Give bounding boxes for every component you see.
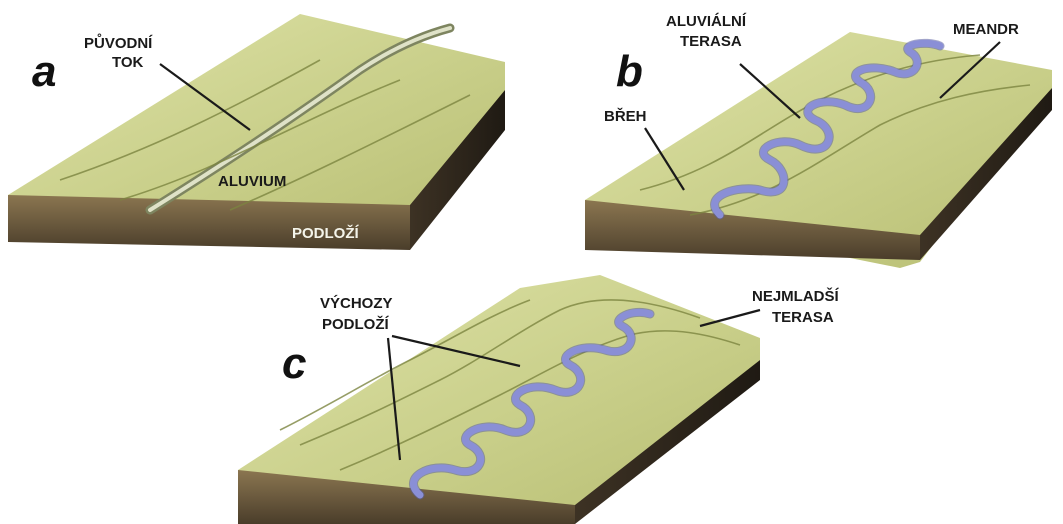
panel-b: b ALUVIÁLNÍ TERASA MEANDR BŘEH	[585, 13, 1052, 268]
label-bedrock-outcrops-1: VÝCHOZY	[320, 294, 393, 312]
label-alluvium: ALUVIUM	[218, 173, 286, 190]
label-meander: MEANDR	[953, 21, 1019, 38]
label-youngest-terrace-2: TERASA	[772, 309, 834, 326]
label-original-channel-2: TOK	[112, 54, 144, 71]
panel-a-letter: a	[32, 47, 56, 96]
panel-b-letter: b	[616, 47, 643, 96]
panel-a: a PŮVODNÍ TOK ALUVIUM PODLOŽÍ	[8, 14, 505, 250]
label-original-channel-1: PŮVODNÍ	[84, 33, 153, 52]
panel-c: c VÝCHOZY PODLOŽÍ NEJMLADŠÍ TERASA	[238, 275, 840, 524]
label-alluvial-terrace-2: TERASA	[680, 33, 742, 50]
panel-c-letter: c	[282, 339, 306, 388]
label-bank: BŘEH	[604, 107, 647, 125]
label-bedrock: PODLOŽÍ	[292, 224, 359, 242]
label-alluvial-terrace-1: ALUVIÁLNÍ	[666, 13, 747, 30]
label-youngest-terrace-1: NEJMLADŠÍ	[752, 287, 840, 305]
label-bedrock-outcrops-2: PODLOŽÍ	[322, 315, 389, 333]
